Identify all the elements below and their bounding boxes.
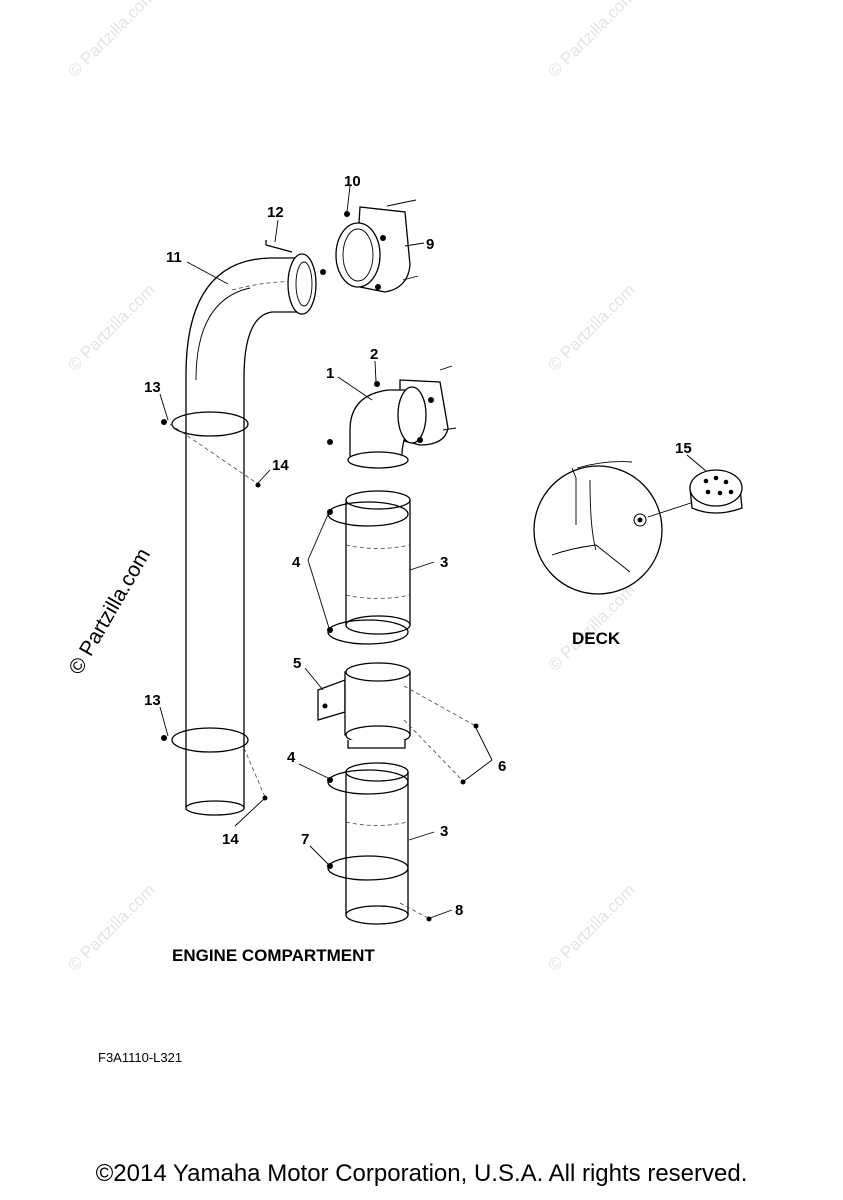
callout-13: 13: [144, 379, 161, 396]
watermark: © Partzilla.com: [544, 880, 638, 974]
bracket-fitting: [317, 662, 479, 785]
watermark: © Partzilla.com: [64, 280, 158, 374]
upper-hose: [327, 490, 411, 645]
engine-compartment-caption: ENGINE COMPARTMENT: [172, 946, 375, 965]
top-flange-fitting: [320, 199, 419, 293]
callout-7: 7: [301, 831, 309, 848]
copyright-notice: ©2014 Yamaha Motor Corporation, U.S.A. A…: [95, 1160, 748, 1187]
diagram-part-code: F3A1110-L321: [98, 1050, 182, 1065]
watermark: © Partzilla.com: [64, 0, 158, 81]
leader-lines: [159, 185, 707, 919]
watermark: © Partzilla.com: [64, 880, 158, 974]
callout-4: 4: [287, 749, 296, 766]
watermark-primary: © Partzilla.com: [64, 544, 155, 678]
callout-12: 12: [267, 204, 284, 221]
callout-5: 5: [293, 655, 301, 672]
callout-8: 8: [455, 902, 463, 919]
callout-9: 9: [426, 236, 434, 253]
callout-6: 6: [498, 758, 506, 775]
callout-3: 3: [440, 554, 448, 571]
lower-hose: [327, 762, 432, 925]
callout-11: 11: [166, 249, 182, 266]
callout-3: 3: [440, 823, 448, 840]
callout-13: 13: [144, 692, 161, 709]
watermark: © Partzilla.com: [544, 0, 638, 81]
callout-10: 10: [344, 173, 361, 190]
deck-caption: DECK: [572, 629, 621, 648]
callout-4: 4: [292, 554, 301, 571]
callout-15: 15: [675, 440, 692, 457]
long-bent-hose: [161, 240, 317, 816]
watermark: © Partzilla.com: [544, 280, 638, 374]
watermark: © Partzilla.com: [544, 580, 638, 674]
elbow-fitting: [327, 365, 457, 469]
callout-14: 14: [222, 831, 239, 848]
callout-14: 14: [272, 457, 289, 474]
callouts: 10 9 12 11 2 1 13 14 4 3 5 6 13 4 14 3 7…: [144, 173, 692, 919]
callout-2: 2: [370, 346, 378, 363]
deck-detail: [533, 461, 743, 595]
callout-1: 1: [326, 365, 334, 382]
